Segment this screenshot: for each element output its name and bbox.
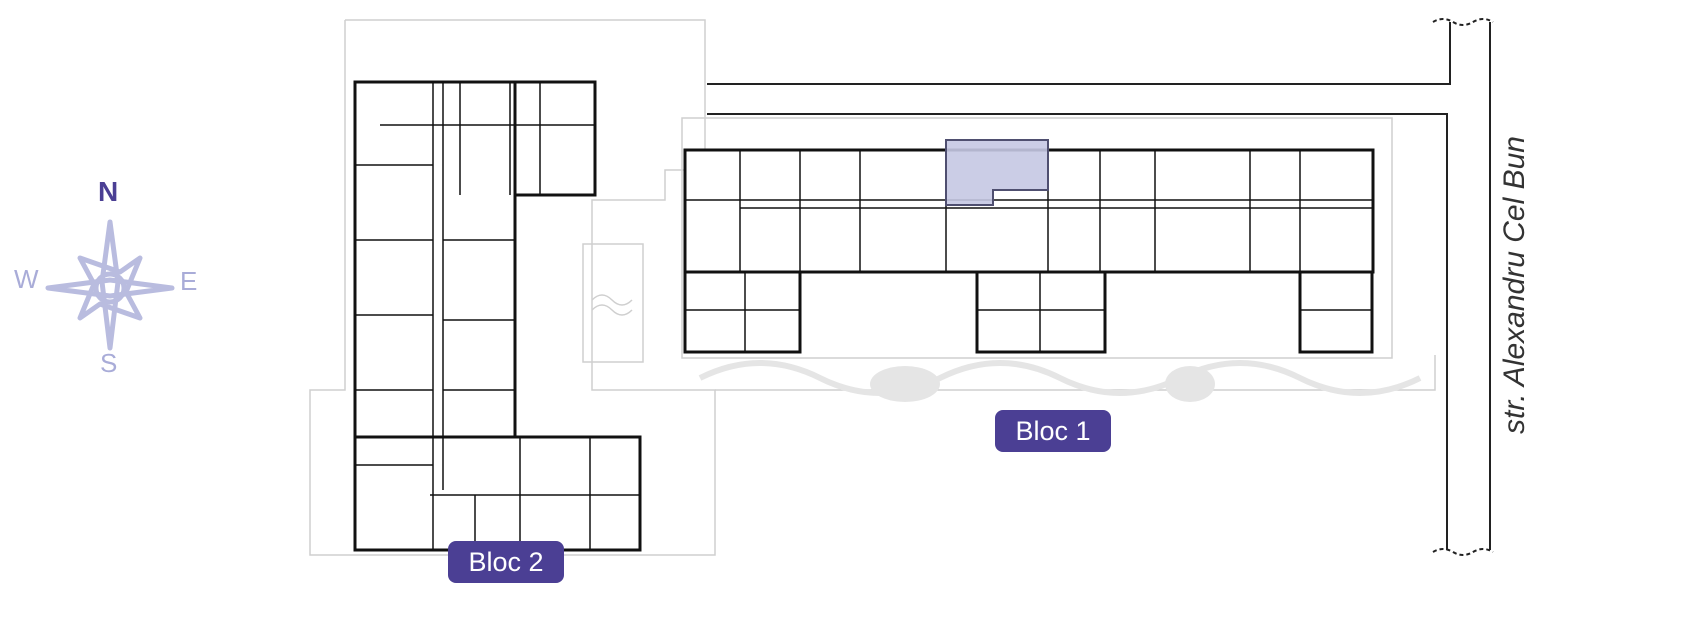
compass-rose-icon: [45, 219, 175, 351]
bloc-2-label-button[interactable]: Bloc 2: [448, 541, 564, 583]
street-name: str. Alexandru Cel Bun: [1498, 136, 1531, 434]
compass-west: W: [14, 264, 39, 294]
highlighted-apartment[interactable]: [945, 139, 1049, 206]
bloc-1-label-button[interactable]: Bloc 1: [995, 410, 1111, 452]
compass-east: E: [180, 266, 198, 296]
compass-south: S: [100, 348, 118, 378]
bloc-2-building[interactable]: [353, 80, 642, 552]
road: [707, 18, 1494, 556]
compass-north: N: [98, 176, 119, 207]
